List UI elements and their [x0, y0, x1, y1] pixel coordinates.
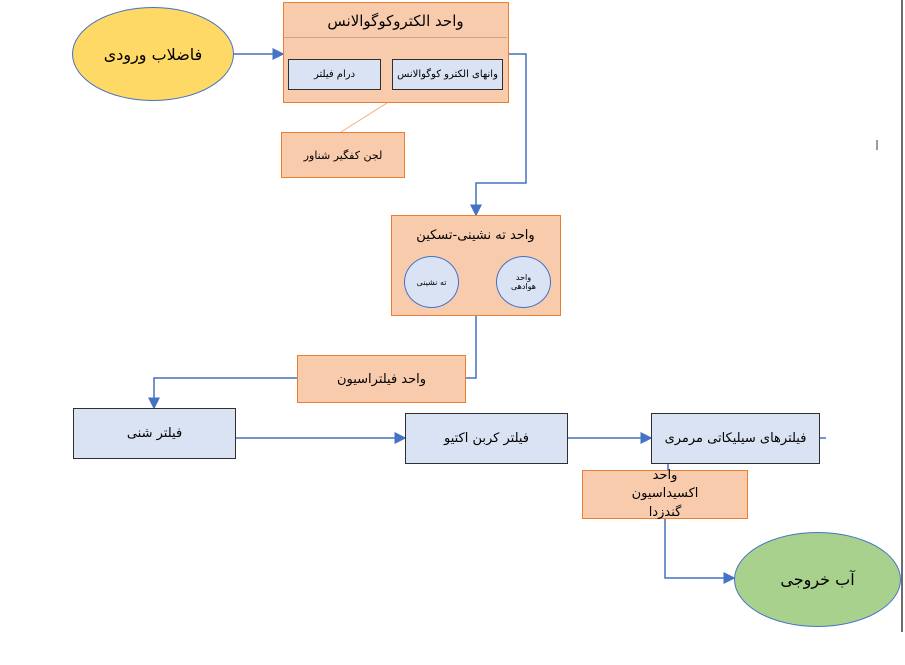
marble-filter: فیلترهای سیلیکاتی مرمری [651, 413, 820, 464]
electro-unit: واحد الکتروکوگوالانس وانهای الکترو کوگوا… [283, 2, 509, 103]
aeration-circle-label: واحد هوادهی [510, 273, 537, 291]
drum-filter-box: درام فیلتر [288, 59, 381, 90]
filtration-unit: واحد فیلتراسیون [297, 355, 466, 403]
arrow-ozone-to-outlet [664, 519, 736, 584]
aeration-circle: واحد هوادهی [496, 256, 551, 308]
electro-tanks-box: وانهای الکترو کوگوالانس [392, 59, 503, 90]
inlet-label: فاضلاب ورودی [103, 44, 203, 64]
inlet-ellipse: فاضلاب ورودی [72, 7, 234, 101]
carbon-filter: فیلتر کربن اکتیو [405, 413, 568, 464]
outlet-label: آب خروجی [780, 570, 855, 589]
electro-unit-divider [284, 37, 507, 38]
settling-circle-label: ته نشینی [416, 277, 447, 287]
settling-unit: واحد ته نشینی-تسکین ته نشینی واحد هوادهی [391, 215, 561, 316]
settling-unit-title: واحد ته نشینی-تسکین [416, 227, 535, 243]
arrow-settling-to-filtration [466, 315, 477, 379]
disinfection-unit: واحد اکسیداسیون گندزدا [582, 468, 748, 520]
outlet-ellipse: آب خروجی [734, 532, 901, 627]
arrow-filtration-to-sand [148, 377, 297, 410]
arrow-electro-to-settling [470, 53, 527, 217]
sludge-box: لجن کفگیر شناور [281, 132, 405, 178]
sand-filter: فیلتر شنی [73, 408, 236, 459]
settling-circle: ته نشینی [404, 256, 459, 308]
electro-unit-title: واحد الکتروکوگوالانس [327, 12, 464, 30]
